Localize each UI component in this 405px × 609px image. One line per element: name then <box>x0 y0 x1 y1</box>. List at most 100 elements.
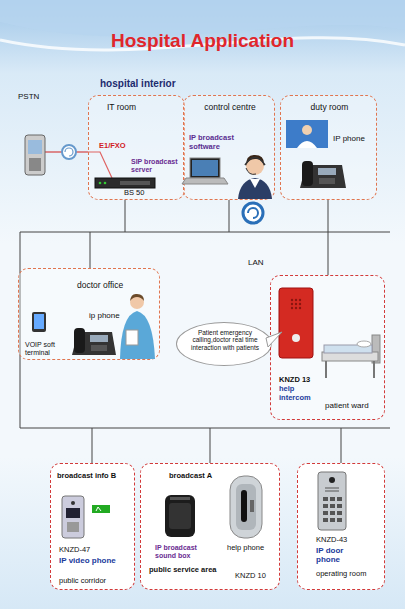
network-logo <box>243 203 263 223</box>
node-text: KNZD-47 <box>59 546 119 555</box>
help-phone <box>241 490 247 522</box>
node-text: IP broadcast sound box <box>155 544 217 560</box>
node-text: patient ward <box>325 401 383 410</box>
room-box: doctor officeip phoneVOIP soft terminal <box>18 268 160 360</box>
network-line <box>328 232 329 275</box>
network-logo <box>243 203 263 223</box>
help-phone <box>230 476 262 538</box>
help-intercom <box>299 303 301 305</box>
door-phone <box>323 518 328 522</box>
door-phone <box>318 472 346 530</box>
tablet <box>32 312 46 332</box>
help-intercom <box>295 299 297 301</box>
device-box: broadcast info BKNZD-47IP video phonepub… <box>50 463 135 590</box>
ip-phone <box>300 165 346 188</box>
operator <box>250 179 260 188</box>
help-intercom <box>291 307 293 309</box>
room-box: control centre IP broadcast software <box>183 95 275 200</box>
staff-photo <box>286 120 328 148</box>
operator <box>238 178 272 199</box>
door-phone <box>330 511 335 515</box>
device-box: broadcast A IP broadcast sound box help ph… <box>140 463 280 590</box>
text-label: hospital interior <box>100 78 220 90</box>
exit-sign <box>96 507 101 511</box>
help-phone <box>250 500 254 512</box>
tablet <box>34 314 44 329</box>
video-phone <box>62 496 84 538</box>
exit-sign <box>92 505 110 513</box>
node-text: BS 50 <box>124 189 164 198</box>
ip-phone <box>318 168 336 175</box>
door-phone <box>337 511 342 515</box>
help-intercom <box>279 288 313 358</box>
door-phone <box>323 511 328 515</box>
node-text: SIP broadcast server <box>131 158 185 174</box>
door-phone <box>337 497 342 501</box>
ward-box: KNZD 13help intercompatient ward <box>270 275 385 420</box>
help-intercom <box>295 303 297 305</box>
video-phone <box>66 508 80 518</box>
node-text: help intercom <box>279 385 324 402</box>
server <box>95 178 155 188</box>
help-intercom <box>279 288 313 358</box>
video-phone <box>71 501 75 505</box>
nurse <box>120 311 155 359</box>
node-heading: duty room <box>281 103 378 113</box>
ip-phone <box>72 328 116 355</box>
operator <box>245 158 265 166</box>
hospital-bed <box>322 352 378 361</box>
node-text: IP video phone <box>59 556 119 565</box>
room-box: IT roomE1/FXOSIP broadcast serverBS 50 <box>88 95 185 200</box>
node-heading: Patient emergency calling,doctor real ti… <box>183 329 267 351</box>
network-line <box>328 200 329 232</box>
door-phone <box>323 497 328 501</box>
server <box>120 181 150 185</box>
node-text: IP broadcast software <box>189 134 244 151</box>
network-line <box>341 428 342 463</box>
node-text: IP phone <box>333 134 375 143</box>
mobile-phone <box>25 135 45 175</box>
node-text: E1/FXO <box>99 142 139 151</box>
nurse <box>130 295 144 309</box>
node-heading: broadcast A <box>169 472 219 481</box>
ip-phone <box>300 161 346 188</box>
network-line <box>210 428 211 463</box>
hospital-bed <box>357 341 371 347</box>
nurse <box>126 330 138 345</box>
text-label: LAN <box>248 258 278 267</box>
sound-box <box>165 495 195 537</box>
callout-tail <box>266 332 282 347</box>
help-intercom <box>299 307 301 309</box>
node-text: help phone <box>227 544 277 553</box>
gateway-icon <box>65 148 73 156</box>
video-phone <box>67 522 79 532</box>
node-text: public service area <box>149 566 219 575</box>
node-heading: control centre <box>184 103 276 113</box>
server <box>104 182 107 185</box>
help-intercom <box>291 299 293 301</box>
tablet <box>32 312 46 332</box>
help-intercom <box>292 334 300 342</box>
ip-phone <box>91 345 107 351</box>
node-text: ip phone <box>89 311 139 320</box>
diagram-title: Hospital Application <box>0 30 405 52</box>
node-text: operating room <box>316 570 376 579</box>
door-phone <box>330 497 335 501</box>
text-label: PSTN <box>18 92 58 101</box>
server <box>99 182 102 185</box>
node-text: KNZD 10 <box>235 572 279 581</box>
gateway-icon <box>62 145 76 159</box>
door-phone <box>323 504 328 508</box>
nurse <box>130 294 144 301</box>
sound-box <box>170 497 190 500</box>
door-phone <box>337 504 342 508</box>
ip-phone <box>74 328 85 353</box>
help-phone <box>236 484 256 530</box>
laptop <box>190 158 220 178</box>
node-heading: KNZD-43 <box>316 536 376 545</box>
network-line <box>229 200 230 232</box>
door-phone <box>318 472 346 530</box>
hospital-bed <box>322 335 380 378</box>
